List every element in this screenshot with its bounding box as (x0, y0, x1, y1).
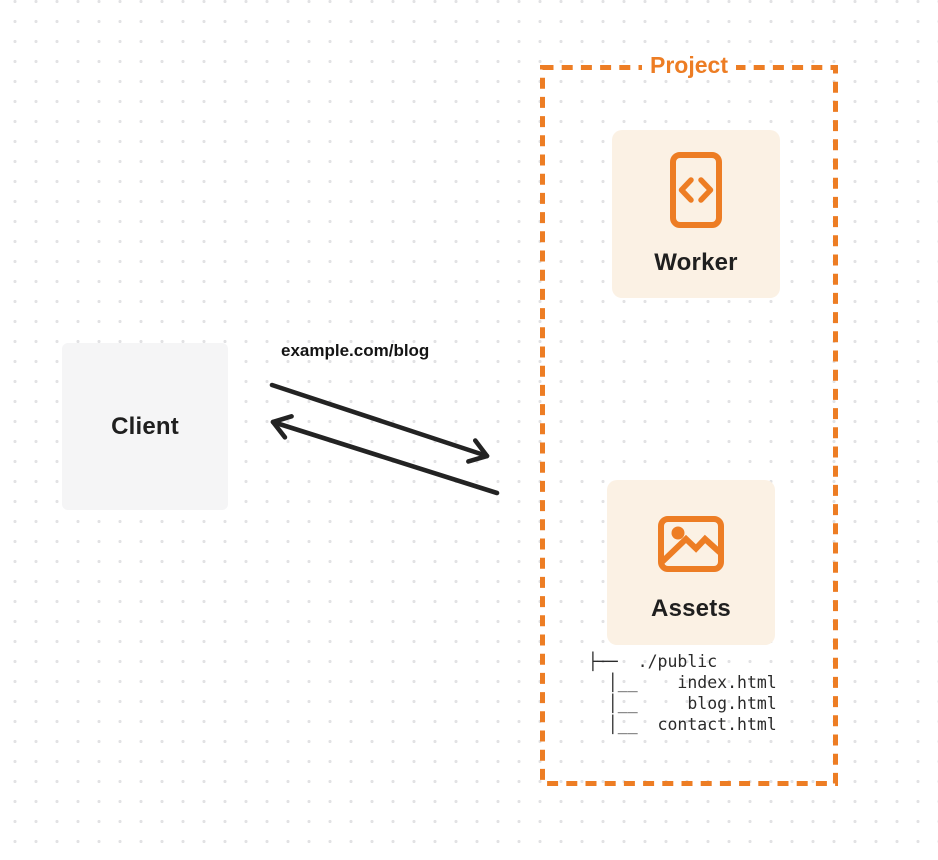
worker-node: Worker (612, 130, 780, 298)
tree-line-index: │__ index.html (588, 673, 777, 692)
request-arrow (269, 382, 490, 464)
assets-label: Assets (651, 595, 731, 622)
project-title: Project (642, 51, 736, 79)
assets-file-tree: ├── ./public │__ index.html │__ blog.htm… (588, 651, 777, 735)
request-url-label: example.com/blog (281, 341, 430, 360)
client-node: Client (62, 343, 228, 510)
response-arrow (270, 414, 500, 496)
project-boundary: Project Worker Assets ├── ./public │__ i… (540, 51, 838, 786)
worker-label: Worker (654, 249, 738, 276)
tree-line-public: ├── ./public (588, 652, 718, 671)
image-icon (658, 516, 724, 572)
assets-node: Assets (607, 480, 775, 645)
request-response-arrows (269, 382, 500, 496)
project-dashed-border (540, 65, 838, 786)
client-label: Client (111, 412, 179, 440)
code-document-icon (670, 152, 722, 228)
tree-line-blog: │__ blog.html (588, 694, 777, 713)
tree-line-contact: │__ contact.html (588, 715, 777, 734)
